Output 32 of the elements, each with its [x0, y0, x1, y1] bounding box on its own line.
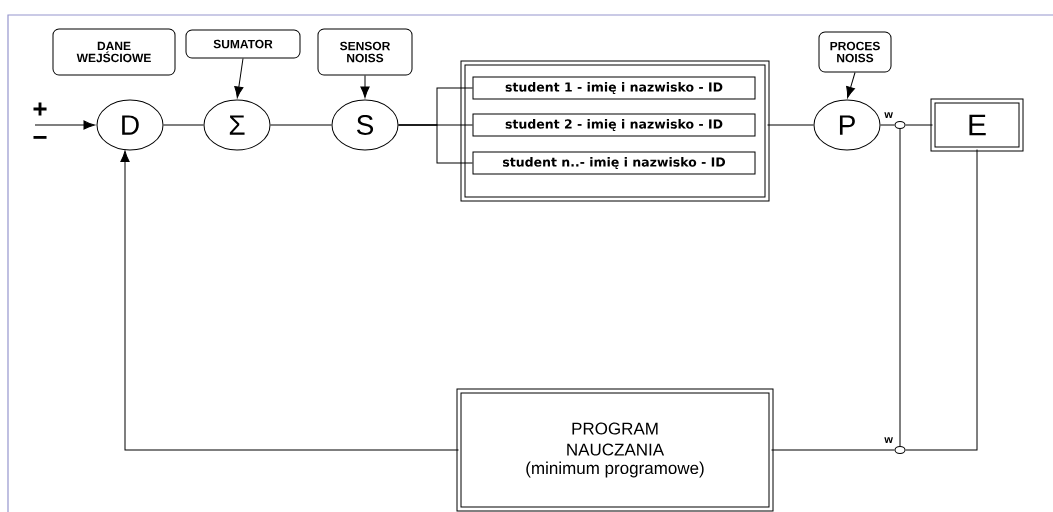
arrow [360, 75, 370, 98]
connector-line [880, 124, 895, 126]
arrow [846, 72, 856, 99]
ellipse-block: Σ [203, 99, 271, 151]
label-box: PROCES NOISS [818, 31, 892, 73]
junction-label: w [884, 112, 893, 118]
program-box: PROGRAM NAUCZANIA (minimum programowe) [456, 388, 774, 512]
connector-line [905, 124, 933, 126]
connector-line [771, 449, 895, 451]
label-box: SENSOR NOISS [317, 28, 413, 76]
arrow [234, 58, 244, 98]
ellipse-block: D [96, 99, 164, 151]
junction-label: w [884, 437, 893, 443]
ellipse-block: S [331, 99, 399, 151]
connector-line [905, 149, 978, 451]
connector-line [767, 124, 814, 126]
connector-line [899, 128, 901, 447]
student-list-box [460, 60, 770, 202]
connector-line [270, 124, 332, 126]
block-box: E [930, 98, 1024, 152]
student-row: student 1 - imię i nazwisko - ID [472, 76, 756, 100]
connector-line [398, 124, 473, 164]
arrow [34, 120, 95, 130]
label-box: SUMATOR [185, 29, 301, 59]
sign-label: − [33, 135, 47, 139]
label-box: DANE WEJŚCIOWE [52, 28, 176, 76]
ellipse-block: P [813, 99, 881, 151]
student-row: student n..- imię i nazwisko - ID [472, 151, 756, 175]
arrow [120, 150, 459, 451]
connector-line [163, 124, 204, 126]
sign-label: + [33, 102, 47, 116]
student-row: student 2 - imię i nazwisko - ID [472, 113, 756, 137]
